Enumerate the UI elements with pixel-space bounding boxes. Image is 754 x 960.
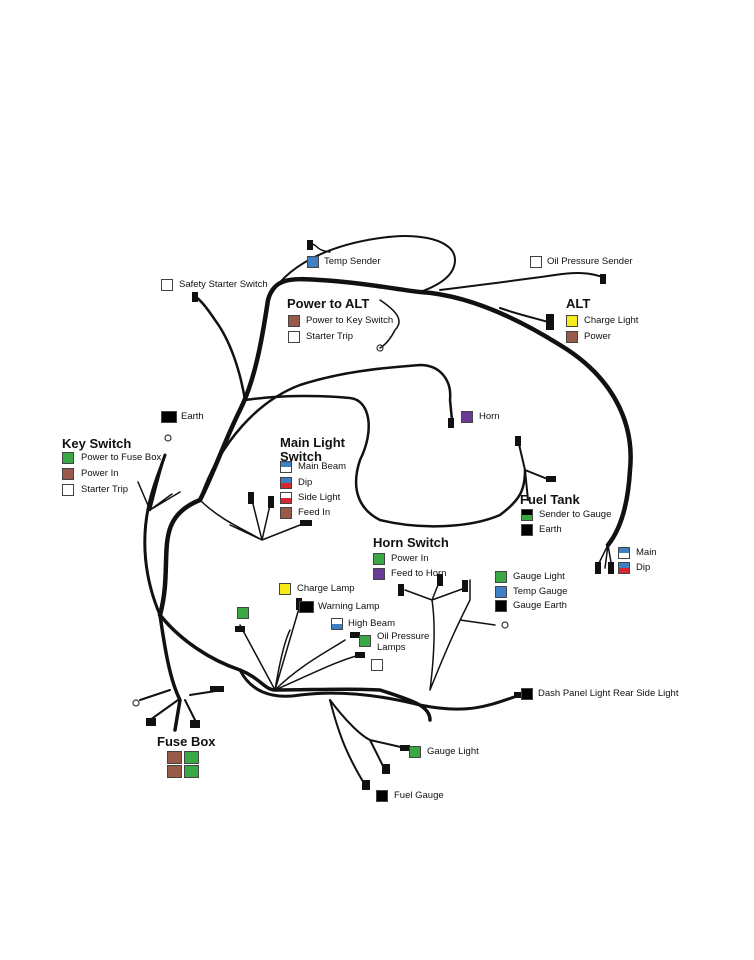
feed-to-horn-swatch bbox=[373, 568, 385, 580]
charge-light-swatch bbox=[566, 315, 578, 327]
safety-starter-switch-swatch bbox=[161, 279, 173, 291]
dip-main-swatch bbox=[618, 547, 630, 559]
power-to-fuse-box-label: Power to Fuse Box bbox=[81, 452, 162, 463]
green-lamp-swatch bbox=[237, 607, 249, 619]
main-harness-trunk bbox=[157, 276, 633, 618]
starter-trip-alt-swatch bbox=[288, 331, 300, 343]
harness-gauge-light bbox=[329, 699, 406, 786]
dash-panel-light-label: Dash Panel Light Rear Side Light bbox=[538, 688, 679, 699]
key-power-in-swatch bbox=[62, 468, 74, 480]
fuel-gauge-swatch bbox=[376, 790, 388, 802]
feed-in-label: Feed In bbox=[298, 507, 331, 518]
charge-lamp-label: Charge Lamp bbox=[297, 583, 355, 594]
harness-light-switch bbox=[199, 499, 301, 541]
charge-light-label: Charge Light bbox=[584, 315, 639, 326]
gauge-light-lower-label: Gauge Light bbox=[427, 746, 479, 757]
sender-to-gauge-label: Sender to Gauge bbox=[539, 509, 612, 520]
starter-trip-alt-label: Starter Trip bbox=[306, 331, 353, 342]
fuse-box-swatch-4 bbox=[184, 765, 199, 778]
harness-upper-loop bbox=[198, 363, 454, 502]
harness-fuse-run-2 bbox=[139, 689, 223, 723]
gauge-earth-label: Gauge Earth bbox=[513, 600, 567, 611]
horn-power-in-label: Power In bbox=[391, 553, 429, 564]
harness-horn-branch bbox=[243, 394, 527, 528]
main-light-switch-title: Main Light Switch bbox=[280, 435, 345, 464]
harness-temp-sender bbox=[267, 235, 456, 301]
dip-swatch bbox=[280, 477, 292, 489]
harness-branch-left bbox=[143, 453, 167, 617]
dip-label: Dip bbox=[298, 477, 313, 488]
harness-oil-sender bbox=[439, 272, 606, 291]
earth-label: Earth bbox=[181, 411, 204, 422]
fuse-box-swatch-3 bbox=[167, 765, 182, 778]
harness-bottom-loop bbox=[238, 668, 522, 711]
harness-safety-starter bbox=[193, 294, 247, 402]
high-beam-label: High Beam bbox=[348, 618, 395, 629]
horn-label: Horn bbox=[479, 411, 500, 422]
fuse-box-swatch-1 bbox=[167, 751, 182, 764]
feed-in-swatch bbox=[280, 507, 292, 519]
key-power-in-label: Power In bbox=[81, 468, 119, 479]
key-switch-title: Key Switch bbox=[62, 436, 132, 451]
temp-gauge-swatch bbox=[495, 586, 507, 598]
harness-fuse-run bbox=[158, 613, 182, 732]
alt-power-swatch bbox=[566, 331, 578, 343]
charge-lamp-swatch bbox=[279, 583, 291, 595]
key-starter-trip-label: Starter Trip bbox=[81, 484, 128, 495]
temp-sender-swatch bbox=[307, 256, 319, 268]
harness-gauge-leads bbox=[239, 604, 361, 691]
harness-horn-switch bbox=[404, 579, 496, 691]
alt-title: ALT bbox=[566, 296, 591, 311]
warning-lamp-label: Warning Lamp bbox=[318, 601, 380, 612]
key-starter-trip-swatch bbox=[62, 484, 74, 496]
horn-swatch bbox=[461, 411, 473, 423]
dip-dip-label: Dip bbox=[636, 562, 651, 573]
horn-switch-title: Horn Switch bbox=[373, 535, 449, 550]
harness-key-switch bbox=[148, 453, 167, 512]
safety-starter-switch-label: Safety Starter Switch bbox=[179, 279, 268, 290]
fuse-box-swatch-2 bbox=[184, 751, 199, 764]
harness-key-leads bbox=[137, 481, 181, 511]
power-to-fuse-box-swatch bbox=[62, 452, 74, 464]
power-to-key-switch-swatch bbox=[288, 315, 300, 327]
fuel-tank-title: Fuel Tank bbox=[520, 492, 580, 507]
alt-power-label: Power bbox=[584, 331, 611, 342]
side-light-swatch bbox=[280, 492, 292, 504]
warning-lamp-swatch bbox=[299, 601, 314, 613]
temp-gauge-label: Temp Gauge bbox=[513, 586, 568, 597]
white-lamp-swatch bbox=[371, 659, 383, 671]
fuel-tank-earth-label: Earth bbox=[539, 524, 562, 535]
dip-main-label: Main bbox=[636, 547, 657, 558]
dash-panel-light-swatch bbox=[521, 688, 533, 700]
harness-power-to-alt bbox=[379, 299, 400, 349]
feed-to-horn-label: Feed to Horn bbox=[391, 568, 447, 579]
oil-pressure-lamps-label: Oil Pressure Lamps bbox=[377, 631, 430, 653]
fuse-box-title: Fuse Box bbox=[157, 734, 216, 749]
power-to-key-switch-label: Power to Key Switch bbox=[306, 315, 394, 326]
fuel-tank-earth-swatch bbox=[521, 524, 533, 536]
main-beam-swatch bbox=[280, 461, 292, 473]
high-beam-swatch bbox=[331, 618, 343, 630]
oil-pressure-sender-label: Oil Pressure Sender bbox=[547, 256, 633, 267]
harness-temp-lead bbox=[311, 243, 331, 253]
oil-pressure-sender-swatch bbox=[530, 256, 542, 268]
dip-dip-swatch bbox=[618, 562, 630, 574]
side-light-label: Side Light bbox=[298, 492, 341, 503]
main-beam-label: Main Beam bbox=[298, 461, 347, 472]
gauge-light-right-swatch bbox=[495, 571, 507, 583]
temp-sender-label: Temp Sender bbox=[324, 256, 381, 267]
horn-power-in-swatch bbox=[373, 553, 385, 565]
gauge-light-right-label: Gauge Light bbox=[513, 571, 565, 582]
oil-pressure-lamps-swatch bbox=[359, 635, 371, 647]
fuel-gauge-label: Fuel Gauge bbox=[394, 790, 444, 801]
sender-to-gauge-swatch bbox=[521, 509, 533, 521]
earth-swatch bbox=[161, 411, 177, 423]
gauge-light-lower-swatch bbox=[409, 746, 421, 758]
harness-alt-leads bbox=[499, 307, 549, 323]
gauge-earth-swatch bbox=[495, 600, 507, 612]
power-to-alt-title: Power to ALT bbox=[287, 296, 370, 311]
